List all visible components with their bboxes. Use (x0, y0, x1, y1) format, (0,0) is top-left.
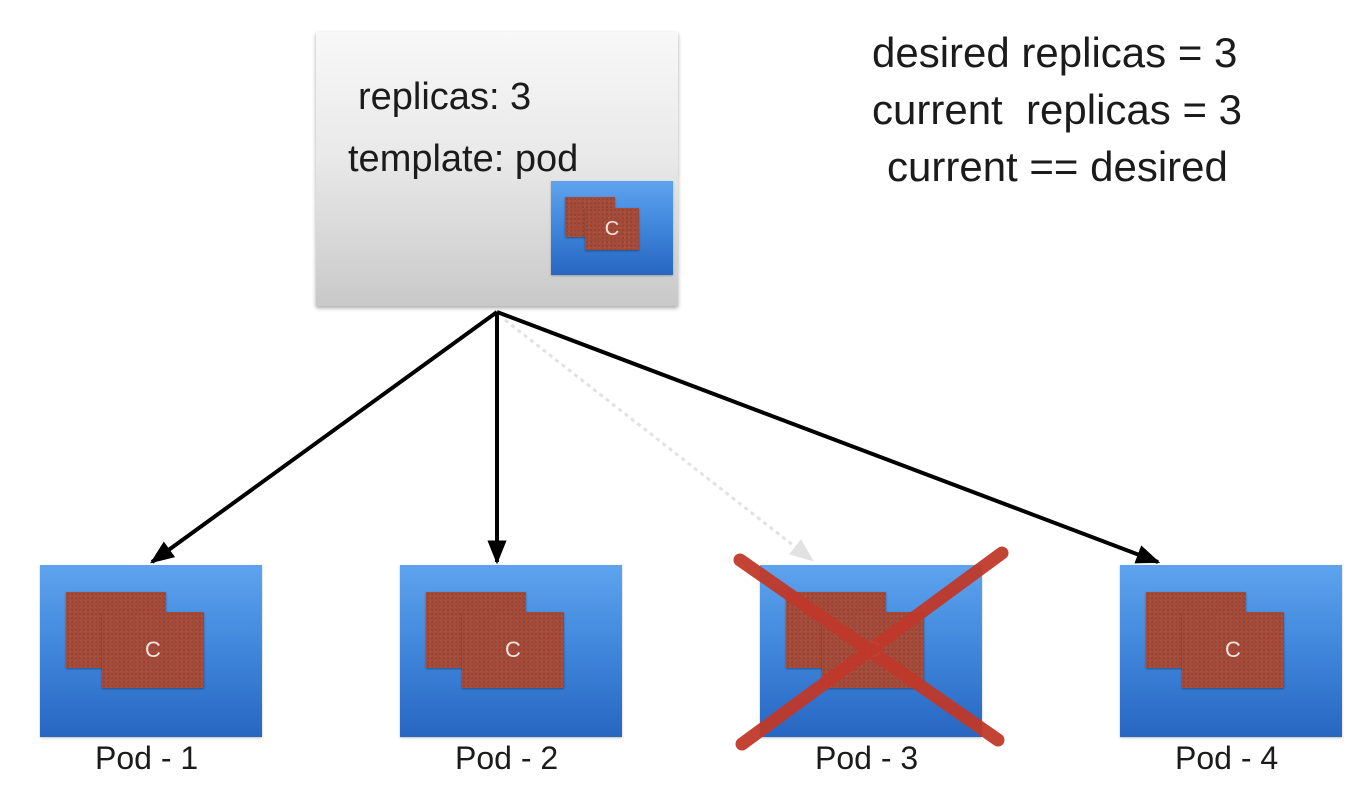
template-text: template: pod (348, 138, 579, 180)
pod-3: C (760, 565, 982, 737)
pod-2-label: Pod - 2 (455, 740, 559, 776)
arrow-to-pod-1 (150, 310, 499, 564)
template-pod: C (551, 181, 673, 275)
pod-3-container: C (822, 612, 924, 688)
faded-arrow-to-pod-3 (504, 318, 814, 562)
pod-4: C (1120, 565, 1342, 737)
replicas-text: replicas: 3 (358, 76, 532, 118)
pod-4-container: C (1182, 612, 1284, 688)
desired-replicas-text: desired replicas = 3 (872, 29, 1238, 76)
comparison-text: current == desired (887, 143, 1228, 190)
current-replicas-text: current replicas = 3 (872, 86, 1243, 133)
template-container-front: C (585, 208, 639, 250)
pod-1: C (40, 565, 262, 737)
pod-3-label: Pod - 3 (815, 740, 919, 776)
pod-2: C (400, 565, 622, 737)
arrow-to-pod-4 (496, 310, 1161, 564)
replica-set-box: replicas: 3 template: pod (316, 32, 678, 306)
pod-4-label: Pod - 4 (1175, 740, 1279, 776)
pod-2-container: C (462, 612, 564, 688)
pod-1-label: Pod - 1 (95, 740, 199, 776)
pod-1-container: C (102, 612, 204, 688)
